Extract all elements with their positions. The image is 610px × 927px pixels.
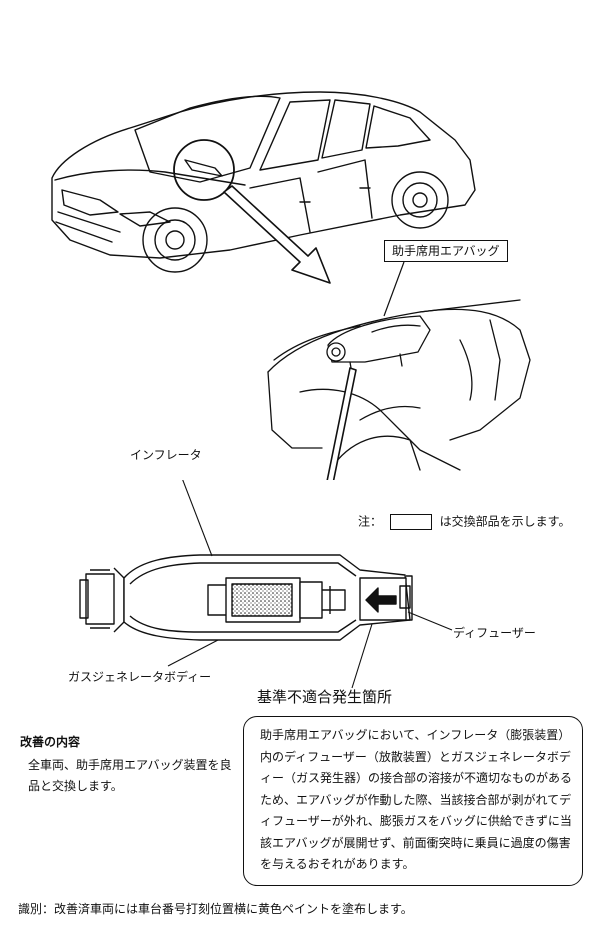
defect-location-heading: 基準不適合発生箇所 — [257, 688, 393, 706]
remedy-title: 改善の内容 — [20, 735, 81, 749]
gas-generator-body-label: ガスジェネレータボディー — [68, 670, 212, 684]
car-illustration — [51, 91, 531, 480]
note-text: 注： は交換部品を示します。 — [358, 514, 570, 530]
note-suffix: は交換部品を示します。 — [439, 514, 571, 529]
note-prefix: 注： — [358, 514, 383, 529]
inflator-cross-section — [79, 480, 453, 689]
diffuser-label: ディフューザー — [453, 626, 536, 640]
identification-text: 識別：改善済車両には車台番号打刻位置横に黄色ペイントを塗布します。 — [18, 902, 413, 916]
passenger-airbag-label: 助手席用エアバッグ — [384, 240, 508, 262]
remedy-body: 全車両、助手席用エアバッグ装置を良品と交換します。 — [28, 758, 232, 793]
replacement-part-box — [389, 514, 432, 530]
defect-description-box: 助手席用エアバッグにおいて、インフレータ（膨張装置）内のディフューザー（放散装置… — [243, 716, 583, 886]
inflator-label: インフレータ — [130, 448, 202, 462]
defect-description: 助手席用エアバッグにおいて、インフレータ（膨張装置）内のディフューザー（放散装置… — [260, 728, 573, 871]
